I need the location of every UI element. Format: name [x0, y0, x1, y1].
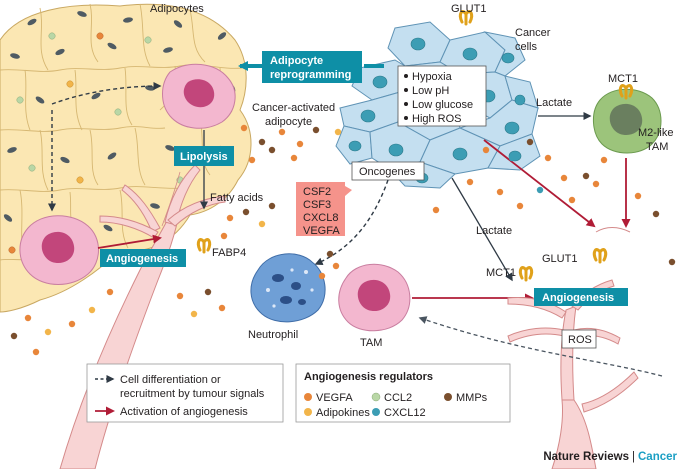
glut1-mid-label: GLUT1 — [542, 253, 577, 265]
legend-swatch-mmps — [444, 393, 452, 401]
journal-credit: Nature Reviews|Cancer — [543, 451, 677, 463]
legend-regulators-box: Angiogenesis regulators VEGFA CCL2 MMPs … — [295, 363, 511, 423]
red-arrow-angiogenesis-left — [97, 234, 162, 249]
cytokines-box: CSF2 CSF3 CXCL8 VEGFA — [296, 182, 352, 237]
oncogenes-label: Oncogenes — [359, 166, 416, 178]
cancer-cell-cluster — [335, 21, 541, 189]
cytokine-cxcl8: CXCL8 — [303, 212, 338, 224]
arrow-lactate-down — [451, 177, 513, 282]
ros-label: ROS — [568, 334, 592, 346]
lipolysis-box: Lipolysis — [174, 146, 234, 166]
credit-separator: | — [632, 451, 635, 463]
adipocytes-label: Adipocytes — [150, 3, 204, 15]
cytokine-csf3: CSF3 — [303, 199, 331, 211]
dashed-arrow-ros-tam — [418, 316, 663, 377]
glut1-mid-icon — [592, 248, 608, 264]
credit-journal: Nature Reviews — [543, 451, 629, 463]
legend-swatch-ccl2 — [371, 392, 381, 402]
lactate-top-label: Lactate — [536, 97, 572, 109]
tam-label: TAM — [360, 337, 382, 349]
legend-dashed-label-1: Cell differentiation or — [120, 374, 221, 386]
legend-ccl2: CCL2 — [384, 392, 412, 404]
glut1-transporter-icon — [458, 10, 474, 26]
adipocyte-derived-cell — [19, 215, 99, 285]
neutrophil-label: Neutrophil — [248, 329, 298, 341]
legend-swatch-vegfa — [304, 393, 312, 401]
legend-adipokines: Adipokines — [316, 407, 370, 419]
ros-box: ROS — [561, 329, 597, 349]
cancer-cells-label-1: Cancer — [515, 27, 551, 39]
legend-dashed-label-2: recruitment by tumour signals — [120, 388, 265, 400]
adipocyte-reprogramming-box: Adipocyte reprogramming — [262, 51, 362, 83]
tam-cell — [338, 263, 411, 332]
legend-solid-label: Activation of angiogenesis — [120, 406, 248, 418]
credit-subject: Cancer — [638, 451, 677, 463]
mct1-mid-icon — [518, 266, 534, 282]
legend-swatch-adipokines — [304, 408, 312, 416]
dashed-arrow-to-neutrophil — [314, 179, 389, 266]
blood-vessel-right — [507, 279, 639, 469]
legend-swatch-cxcl12 — [372, 408, 380, 416]
cytokine-csf2: CSF2 — [303, 186, 331, 198]
dashed-arrow-to-activated — [51, 82, 162, 105]
fatty-acids-label: Fatty acids — [210, 192, 264, 204]
red-arrow-cancer-vessel — [483, 139, 596, 228]
cytokine-vegfa: VEGFA — [303, 225, 340, 237]
angiogenesis-right-label: Angiogenesis — [542, 292, 614, 304]
condition-hypoxia: Hypoxia — [412, 71, 453, 83]
mct1-top-label: MCT1 — [608, 73, 638, 85]
m2-like-label-2: TAM — [646, 141, 668, 153]
lipolysis-label: Lipolysis — [180, 151, 228, 163]
m2-like-label-1: M2-like — [638, 127, 673, 139]
cancer-activated-label-2: adipocyte — [265, 116, 312, 128]
regulator-granules — [10, 124, 676, 356]
fabp4-icon — [196, 238, 212, 254]
legend-vegfa: VEGFA — [316, 392, 353, 404]
adipocyte-reprogramming-line1: Adipocyte — [270, 55, 323, 67]
cancer-cells-label-2: cells — [515, 41, 538, 53]
legend-arrows-box: Cell differentiation or recruitment by t… — [86, 363, 284, 423]
angiogenesis-left-label: Angiogenesis — [106, 253, 178, 265]
adipocyte-reprogramming-line2: reprogramming — [270, 69, 351, 81]
neutrophil-cell — [250, 253, 326, 323]
legend-cxcl12: CXCL12 — [384, 407, 426, 419]
angiogenesis-box-right: Angiogenesis — [534, 288, 628, 306]
condition-low-glucose: Low glucose — [412, 99, 473, 111]
mct1-mid-label: MCT1 — [486, 267, 516, 279]
glut1-top-label: GLUT1 — [451, 3, 486, 15]
mct1-top-icon — [618, 84, 634, 100]
tumour-conditions-box: Hypoxia Low pH Low glucose High ROS — [397, 65, 487, 127]
cancer-activated-adipocyte — [162, 63, 236, 129]
condition-low-ph: Low pH — [412, 85, 449, 97]
angiogenesis-box-left: Angiogenesis — [100, 249, 186, 267]
oncogenes-box: Oncogenes — [351, 161, 425, 181]
legend-mmps: MMPs — [456, 392, 488, 404]
lactate-mid-label: Lactate — [476, 225, 512, 237]
fabp4-label: FABP4 — [212, 247, 246, 259]
condition-high-ros: High ROS — [412, 113, 462, 125]
cancer-activated-label-1: Cancer-activated — [252, 102, 335, 114]
m2-like-tam-cell — [593, 88, 662, 154]
legend-regulators-title: Angiogenesis regulators — [304, 371, 433, 383]
